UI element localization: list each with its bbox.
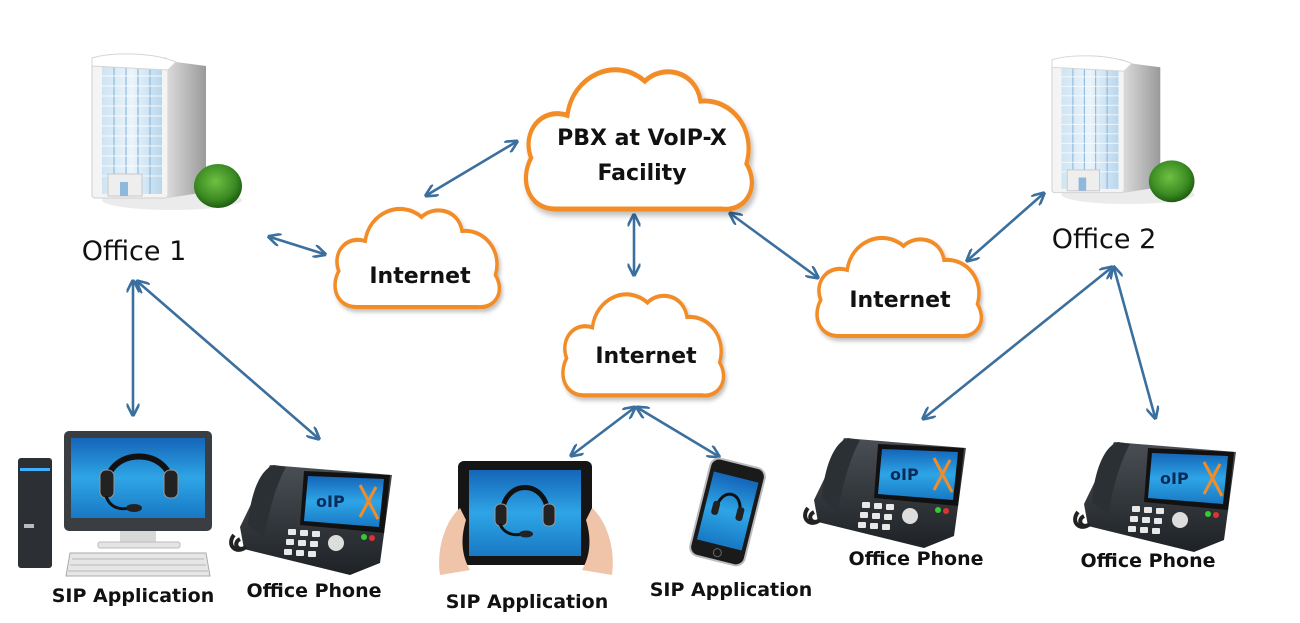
office-phone-3: oIP <box>1073 442 1236 552</box>
tablet-headset-icon <box>439 461 613 575</box>
office-building-icon <box>1051 55 1195 205</box>
cloud-icon <box>333 206 502 310</box>
pbx-cloud-label-line2: Facility <box>597 161 687 186</box>
arrow-internet-center-tablet <box>572 408 634 455</box>
connection-arrows <box>133 142 1155 456</box>
arrow-office2-phone2 <box>924 268 1111 418</box>
pbx-cloud-label-line1: PBX at VoIP-X <box>557 126 727 151</box>
smartphone-headset-icon <box>689 457 766 567</box>
internet-center-label: Internet <box>595 344 697 369</box>
office-building-1 <box>91 53 242 210</box>
phone3-label: Office Phone <box>1080 550 1216 572</box>
tablet-sip-label: SIP Application <box>445 591 609 613</box>
phone1-label: Office Phone <box>246 580 382 602</box>
desk-phone-icon: oIP <box>803 438 966 548</box>
phone-screen-logo: oIP <box>1160 469 1189 488</box>
cloud-internet-left <box>333 206 502 310</box>
desktop-sip-label: SIP Application <box>51 585 215 607</box>
mobile-device <box>689 457 766 567</box>
arrow-internet-left-pbx <box>427 142 516 195</box>
desktop-computer-headset-icon <box>18 431 212 577</box>
office-building-icon <box>91 53 242 210</box>
bush-icon <box>194 164 242 208</box>
mobile-sip-label: SIP Application <box>649 579 813 601</box>
arrow-internet-center-mobile <box>638 408 718 456</box>
office2-label: Office 2 <box>1051 224 1157 255</box>
hand-left <box>439 508 470 575</box>
arrow-pbx-internet-right <box>731 214 817 277</box>
arrow-internet-right-office2 <box>968 194 1043 260</box>
internet-right-label: Internet <box>849 288 951 313</box>
arrow-office1-phone1 <box>138 282 318 438</box>
phone2-label: Office Phone <box>848 548 984 570</box>
bush-icon <box>1148 160 1195 203</box>
office1-label: Office 1 <box>81 236 187 267</box>
office-phone-1: oIP <box>229 465 392 575</box>
desk-phone-icon: oIP <box>229 465 392 575</box>
phone-screen-logo: oIP <box>316 492 345 511</box>
office-building-2 <box>1051 55 1195 205</box>
tablet-device <box>439 461 613 575</box>
desk-phone-icon: oIP <box>1073 442 1236 552</box>
office-phone-2: oIP <box>803 438 966 548</box>
arrow-office1-internet-left <box>270 237 324 254</box>
hand-right <box>582 508 613 575</box>
phone-screen-logo: oIP <box>890 465 919 484</box>
desktop-computer <box>18 431 212 577</box>
arrow-office2-phone3 <box>1114 268 1155 417</box>
internet-left-label: Internet <box>369 264 471 289</box>
